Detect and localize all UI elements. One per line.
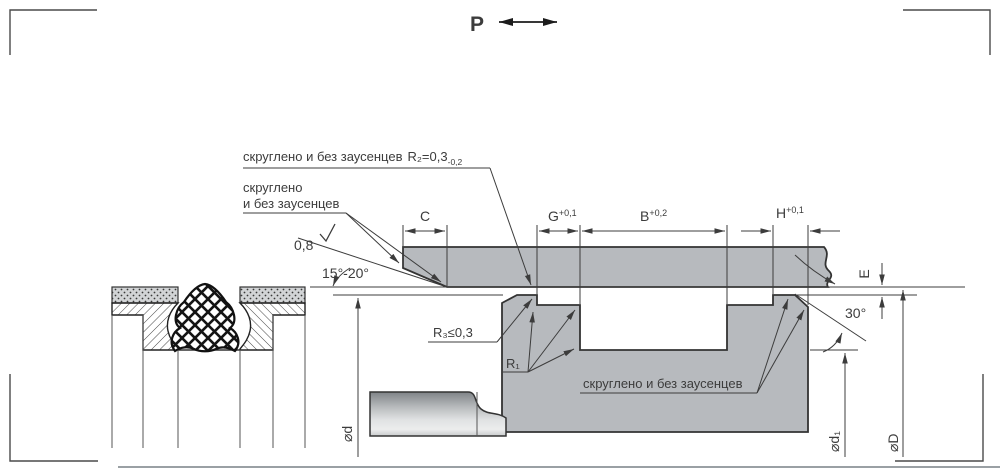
piston-block xyxy=(501,294,809,433)
note-rounded: скруглено и без заусенцев xyxy=(243,180,442,283)
chamfer-ext-left xyxy=(297,237,448,288)
note-r1: R₁ xyxy=(503,309,576,373)
counter-surface-right xyxy=(239,286,306,304)
r1-leader-1 xyxy=(527,311,535,373)
rod-body xyxy=(369,391,507,437)
angle-15-20-label: 15°-20° xyxy=(322,265,369,281)
note-rounded-leader-2 xyxy=(345,212,442,283)
angle-30-arc xyxy=(822,332,843,353)
r1-leader-2 xyxy=(527,309,576,373)
chamfer-ext-right xyxy=(794,293,867,342)
note-rounded-line1: скруглено xyxy=(243,180,302,195)
note-bottom: скруглено и без заусенцев xyxy=(580,298,805,394)
detail-drop-lines xyxy=(111,315,306,448)
dim-h: H+0,1 xyxy=(741,205,840,234)
corner-mark-bottom-right xyxy=(895,374,984,462)
diameter-callouts: ⌀d ⌀d₁ ⌀D xyxy=(339,290,906,457)
dim-c-label: C xyxy=(420,208,430,224)
extension-lines xyxy=(402,225,809,305)
rod-cylinder xyxy=(369,391,507,437)
r3-label: R₃≤0,3 xyxy=(433,325,473,340)
note-rounded-leader-1 xyxy=(345,212,400,264)
dim-b-label: B+0,2 xyxy=(640,208,667,224)
dia-rod-label: ⌀d xyxy=(339,426,355,442)
dim-e-label: E xyxy=(856,269,872,278)
r1-leader-3 xyxy=(527,348,575,373)
note-rounded-line2: и без заусенцев xyxy=(243,196,340,211)
r1-label: R₁ xyxy=(506,356,520,371)
pressure-label: P xyxy=(470,13,484,36)
dim-e: E xyxy=(856,263,885,319)
dimension-chain: C G+0,1 B+0,2 H+0,1 E xyxy=(402,205,885,319)
angle-30-label: 30° xyxy=(845,305,866,321)
angle-15-20-arc xyxy=(332,267,351,287)
corner-marks xyxy=(9,9,991,462)
groove-wall-left xyxy=(111,302,180,351)
dia-bore-label: ⌀D xyxy=(885,433,901,452)
dim-c: C xyxy=(405,208,445,234)
note-r2-leader xyxy=(489,167,532,286)
r3-leader xyxy=(496,298,533,343)
corner-mark-top-right xyxy=(903,9,991,55)
dia-groove-label: ⌀d₁ xyxy=(826,431,842,452)
corner-mark-top-left xyxy=(9,9,97,55)
note-r3: R₃≤0,3 xyxy=(428,298,533,343)
note-bottom-text: скруглено и без заусенцев xyxy=(583,376,743,391)
dim-h-label: H+0,1 xyxy=(776,205,804,221)
dim-b: B+0,2 xyxy=(582,208,725,234)
cylinder-bar xyxy=(402,246,833,288)
dim-g-label: G+0,1 xyxy=(548,208,577,224)
roughness-label: 0,8 xyxy=(294,237,314,253)
dim-g: G+0,1 xyxy=(539,208,578,234)
seal-detail-view xyxy=(111,282,306,448)
corner-mark-bottom-left xyxy=(9,374,98,462)
roughness-check-icon xyxy=(319,223,336,243)
seal-profile xyxy=(170,282,240,353)
angle-30-upper-arc xyxy=(794,254,836,285)
note-bottom-leader-2 xyxy=(756,309,805,394)
counter-surface-left xyxy=(111,286,179,304)
pressure-symbol: P xyxy=(470,13,557,36)
note-bottom-leader-1 xyxy=(756,298,789,394)
